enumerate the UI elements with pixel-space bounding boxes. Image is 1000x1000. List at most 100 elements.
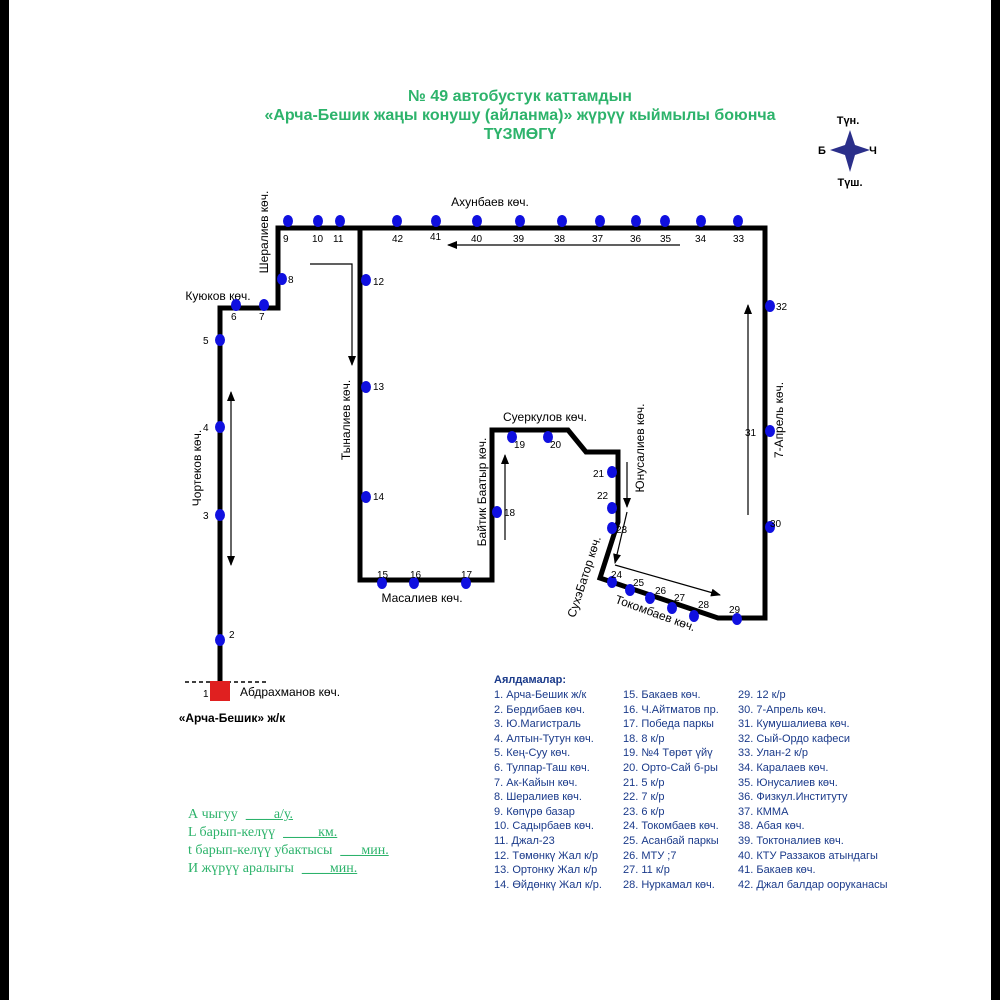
- legend-stop-item: 27. 11 к/р: [623, 864, 670, 877]
- legend-stop-item: 17. Победа паркы: [623, 718, 714, 731]
- bus-stop-marker: [283, 215, 293, 227]
- bus-stop-number: 12: [373, 277, 385, 288]
- bus-stop-number: 36: [630, 234, 642, 245]
- parameter-row: И жүрүү аралыгы____мин.: [188, 860, 389, 878]
- street-chortekov: Чортеков көч.: [190, 430, 204, 506]
- legend-stop-item: 41. Бакаев көч.: [738, 864, 816, 877]
- legend-column-3: 29. 12 к/р 30. 7-Апрель көч. 31. Кумушалие…: [738, 688, 888, 892]
- street-yunusaliev: Юнусалиев көч.: [633, 404, 647, 493]
- bus-stop-marker: [409, 577, 419, 589]
- bus-stop-marker: [607, 466, 617, 478]
- legend-column-2: 15. Бакаев көч.16. Ч.Айтматов пр.17. Поб…: [623, 688, 719, 892]
- street-kuyukov: Куюков көч.: [185, 289, 250, 303]
- bus-stop-number: 39: [513, 234, 525, 245]
- legend-stop-item: 26. МТУ ;7: [623, 849, 677, 862]
- parameter-row: L барып-келүү_____км.: [188, 824, 389, 842]
- bus-stop-number: 13: [373, 382, 385, 393]
- bus-stop-number: 35: [660, 234, 672, 245]
- street-baitik-baatyr: Байтик Баатыр көч.: [475, 438, 489, 547]
- bus-stop-marker: [361, 491, 371, 503]
- direction-arrows: [227, 241, 752, 597]
- legend-stop-item: 30. 7-Апрель көч.: [738, 703, 827, 716]
- bus-stop-marker: [492, 506, 502, 518]
- bus-stop-marker: [215, 421, 225, 433]
- bus-stop-marker: [607, 576, 617, 588]
- bus-stop-marker: [231, 299, 241, 311]
- legend-stop-item: 24. Токомбаев көч.: [623, 820, 719, 833]
- bus-stop-marker: [625, 584, 635, 596]
- bus-stop-marker: [607, 502, 617, 514]
- compass-south: Түш.: [837, 177, 862, 189]
- right-border: [991, 0, 1000, 1000]
- legend-stop-item: 31. Кумушалиева көч.: [738, 718, 850, 731]
- legend-stop-item: 40. КТУ Раззаков атындагы: [738, 849, 878, 862]
- legend-stop-item: 6. Тулпар-Таш көч.: [494, 761, 590, 774]
- legend-stop-item: 38. Абая көч.: [738, 820, 805, 833]
- bus-stop-number: 4: [203, 423, 209, 434]
- bus-stop-marker: [461, 577, 471, 589]
- route-parameters: А чыгуу____а/у.L барып-келүү_____км.t ба…: [188, 806, 389, 878]
- left-border: [0, 0, 9, 1000]
- legend-stop-item: 42. Джал балдар ооруканасы: [738, 878, 888, 891]
- bus-stop-number: 22: [597, 491, 609, 502]
- bus-stop-marker: [631, 215, 641, 227]
- legend-stop-item: 1. Арча-Бешик ж/к: [494, 689, 587, 701]
- bus-stop-number: 16: [410, 570, 422, 581]
- legend-stop-item: 35. Юнусалиев көч.: [738, 776, 838, 789]
- legend-stop-item: 13. Ортонку Жал к/р: [494, 864, 598, 877]
- compass-north: Түн.: [837, 115, 860, 127]
- bus-stop-number: 30: [770, 519, 782, 530]
- bus-stop-number: 21: [593, 469, 605, 480]
- bus-stop-number: 2: [229, 630, 235, 641]
- street-tynaliev: Тыналиев көч.: [339, 380, 353, 460]
- title-line-1: № 49 автобустук каттамдын: [408, 88, 632, 105]
- bus-stop-number: 37: [592, 234, 604, 245]
- bus-stop-number: 41: [430, 232, 442, 243]
- bus-stop-number: 14: [373, 492, 385, 503]
- legend-stop-item: 21. 5 к/р: [623, 776, 665, 789]
- bus-stop-marker: [472, 215, 482, 227]
- title-line-3: ТҮЗМӨГҮ: [483, 126, 557, 143]
- bus-stop-marker: [377, 577, 387, 589]
- bus-stop-marker: [765, 425, 775, 437]
- bus-stop-number: 5: [203, 336, 209, 347]
- bus-stop-number: 15: [377, 570, 389, 581]
- bus-stop-number: 19: [514, 440, 526, 451]
- bus-stop-number: 17: [461, 570, 473, 581]
- parameter-label: t барып-келүү убактысы: [188, 843, 333, 858]
- legend-stop-item: 29. 12 к/р: [738, 689, 786, 701]
- bus-stop-number: 6: [231, 312, 237, 323]
- bus-stop-marker: [361, 274, 371, 286]
- compass-icon: [830, 130, 870, 172]
- bus-stop-marker: [335, 215, 345, 227]
- legend-stop-item: 11. Джал-23: [494, 834, 555, 847]
- bus-stop-marker: [515, 215, 525, 227]
- bus-stop-marker: [215, 334, 225, 346]
- bus-stop-number: 18: [504, 508, 516, 519]
- bus-stop-number: 9: [283, 234, 289, 245]
- bus-stop-number: 27: [674, 593, 686, 604]
- parameter-label: L барып-келүү: [188, 825, 276, 840]
- street-suerkulov: Суеркулов көч.: [503, 410, 587, 424]
- bus-stop-marker: [765, 300, 775, 312]
- bus-stop-number: 29: [729, 605, 741, 616]
- legend-stop-item: 23. 6 к/р: [623, 805, 665, 818]
- bus-stop-marker: [361, 381, 371, 393]
- legend-stop-item: 8. Шералиев көч.: [494, 791, 582, 804]
- legend-stop-item: 22. 7 к/р: [623, 791, 665, 804]
- legend-stop-item: 32. Сый-Ордо кафеси: [738, 732, 851, 745]
- bus-stop-marker: [660, 215, 670, 227]
- bus-stop-marker: [507, 431, 517, 443]
- bus-stop-number: 25: [633, 578, 645, 589]
- bus-stop-number: 20: [550, 440, 562, 451]
- bus-stop-marker: [259, 299, 269, 311]
- bus-stop-number: 32: [776, 302, 788, 313]
- legend-stop-item: 12. Төмөнкү Жал к/р: [494, 849, 599, 862]
- legend-stop-item: 2. Бердибаев көч.: [494, 703, 585, 716]
- legend-stop-item: 19. №4 Төрөт үйү: [623, 747, 713, 760]
- bus-stop-marker: [733, 215, 743, 227]
- bus-stop-marker: [277, 273, 287, 285]
- bus-stop-marker: [595, 215, 605, 227]
